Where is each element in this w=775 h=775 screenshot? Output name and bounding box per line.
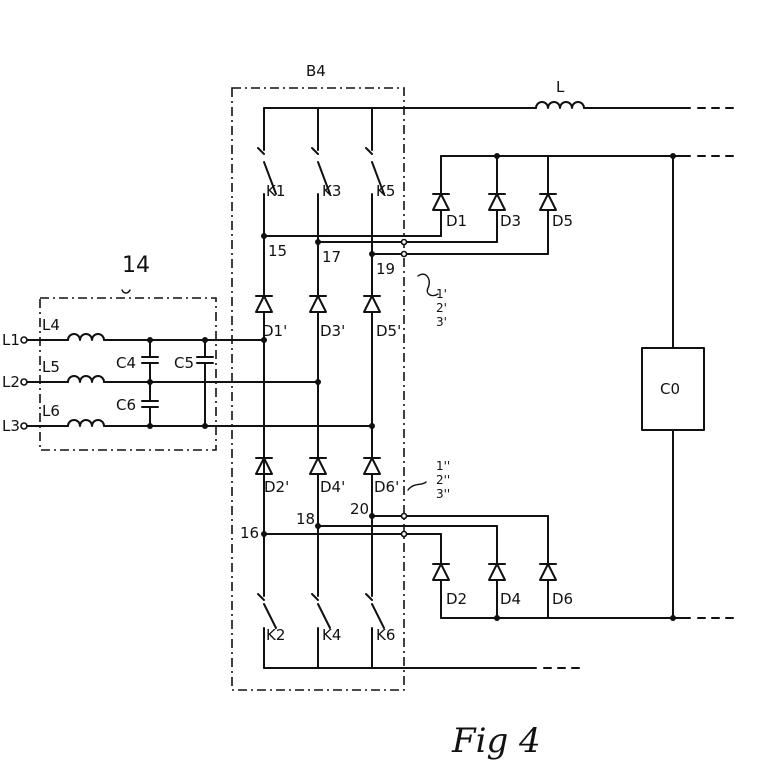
diode-d4 [488,525,506,619]
diode-d4-label: D4 [500,590,521,608]
input-l2-label: L2 [2,373,20,391]
switch-k5 [365,107,385,255]
diode-d4-prime [309,457,327,589]
switch-k1-label: K1 [266,182,285,200]
inductor-l5-label: L5 [42,358,60,376]
annotation-lower-1: 1'' [436,459,450,473]
switch-k3-label: K3 [322,182,341,200]
switch-k2 [257,587,277,669]
annotation-leader-upper [417,273,439,297]
node-19-crossing [400,238,408,246]
node-20-label: 20 [350,500,369,518]
right-bottom-rail [440,615,734,621]
rectifier-block-outline [231,87,405,691]
annotation-upper-2: 2' [436,301,447,315]
block-14-label: 14 [122,253,150,278]
right-top-rail [440,153,734,159]
capacitor-c5 [196,337,214,429]
node-19-label: 19 [376,260,395,278]
node-16-label: 16 [240,524,259,542]
block-b4-label: B4 [306,62,326,80]
diode-d5-prime [363,253,381,459]
switch-k6-label: K6 [376,626,395,644]
annotation-lower-3: 3'' [436,487,450,501]
node-18-label: 18 [296,510,315,528]
switch-k5-label: K5 [376,182,395,200]
diode-d3-label: D3 [500,212,521,230]
top-dc-rail [263,101,734,109]
diode-d6-prime [363,457,381,589]
switch-k4 [311,587,331,669]
diode-d2 [432,533,450,619]
capacitor-co-label: C0 [660,380,680,398]
diode-d5-label: D5 [552,212,573,230]
diode-d1-label: D1 [446,212,467,230]
inductor-l4-label: L4 [42,316,60,334]
annotation-upper-1: 1' [436,287,447,301]
diode-d3 [488,155,506,243]
annotation-upper-3: 3' [436,315,447,329]
diode-d3-prime [309,241,327,459]
phase-l3-line [20,419,373,430]
switch-k3 [311,107,331,243]
capacitor-c4 [141,337,159,385]
inductor-l6-label: L6 [42,402,60,420]
diode-d1-prime [255,235,273,459]
input-l1-label: L1 [2,331,20,349]
capacitor-co [641,155,705,619]
capacitor-c5-label: C5 [174,354,194,372]
node-17-label: 17 [322,248,341,266]
diode-d1-prime-label: D1' [262,322,287,340]
input-l3-label: L3 [2,417,20,435]
node-18-dot [315,523,321,529]
diode-d5-prime-label: D5' [376,322,401,340]
diode-d4-prime-label: D4' [320,478,345,496]
diode-d1 [432,155,450,237]
node-20-crossing [400,512,408,520]
diode-d6-prime-label: D6' [374,478,399,496]
annotation-leader-lower [407,481,427,491]
capacitor-c4-label: C4 [116,354,136,372]
filter-block-outline [39,297,217,451]
phase-l1-line [20,333,265,344]
switch-k2-label: K2 [266,626,285,644]
figure-caption: Fig 4 [451,721,541,761]
phase-l2-line [20,375,319,386]
diode-d3-prime-label: D3' [320,322,345,340]
node-18-crossing [400,530,408,538]
diode-d5 [539,155,557,255]
diode-d2-prime-label: D2' [264,478,289,496]
capacitor-c6 [141,381,159,429]
inductor-l-label: L [556,78,565,96]
diode-d6-label: D6 [552,590,573,608]
node-19-crossing-2 [400,250,408,258]
switch-k4-label: K4 [322,626,341,644]
switch-k1 [257,107,277,239]
node-16-dot [261,531,267,537]
node-15-label: 15 [268,242,287,260]
capacitor-c6-label: C6 [116,396,136,414]
annotation-lower-2: 2'' [436,473,450,487]
switch-k6 [365,587,385,669]
node-20-dot [369,513,375,519]
diode-d2-label: D2 [446,590,467,608]
diode-d6 [539,515,557,619]
filter-label-tick [121,289,131,294]
